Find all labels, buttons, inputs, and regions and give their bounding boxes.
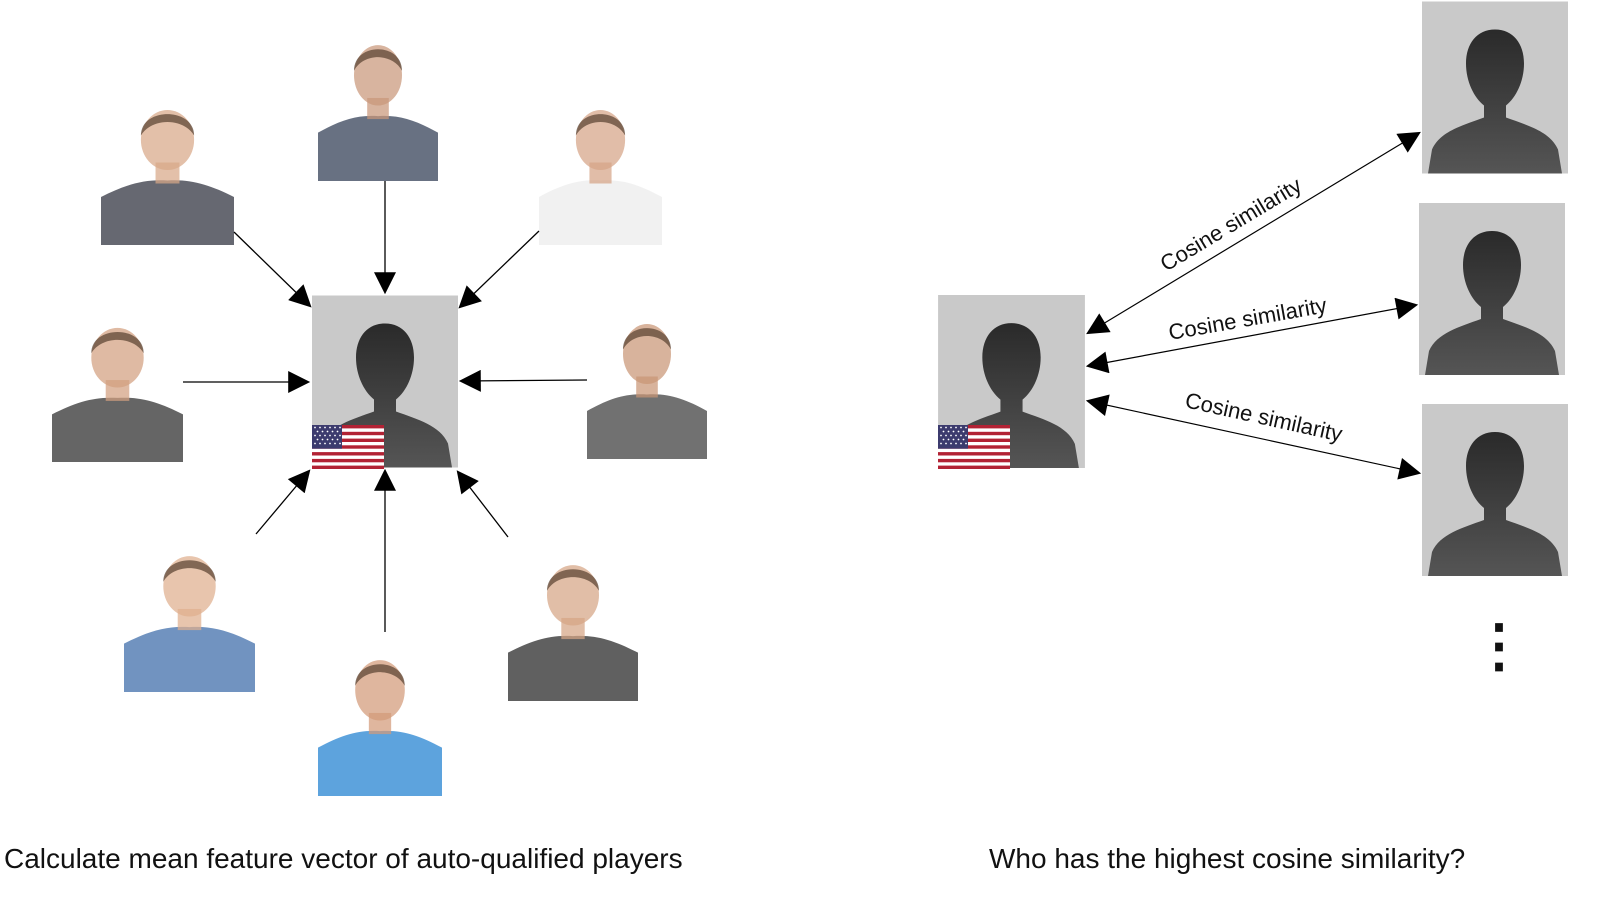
similarity-edges bbox=[1085, 131, 1422, 480]
query-node bbox=[938, 295, 1085, 469]
mean-feature-node bbox=[312, 295, 458, 469]
edge-label: Cosine similarity bbox=[1167, 292, 1329, 344]
player-photo bbox=[318, 645, 442, 796]
arrow bbox=[233, 231, 312, 308]
similarity-edge bbox=[1086, 131, 1421, 335]
player-photo bbox=[101, 95, 234, 245]
player-photo bbox=[587, 309, 707, 459]
candidate-node bbox=[1422, 1, 1568, 174]
us-flag-icon bbox=[938, 425, 1010, 469]
edge-label: Cosine similarity bbox=[1156, 172, 1306, 276]
similarity-edge bbox=[1085, 297, 1419, 374]
player-photo bbox=[52, 313, 183, 462]
silhouette-icon bbox=[1419, 203, 1565, 375]
similarity-edge bbox=[1085, 394, 1422, 480]
us-flag-icon bbox=[312, 425, 384, 469]
candidate-node bbox=[1419, 203, 1565, 375]
player-photo bbox=[508, 550, 638, 701]
silhouette-icon bbox=[1422, 404, 1568, 576]
arrow bbox=[458, 369, 588, 392]
player-photo bbox=[124, 541, 255, 692]
right-caption: Who has the highest cosine similarity? bbox=[989, 843, 1465, 874]
arrow bbox=[458, 230, 540, 309]
right-panel: Cosine similarity Cosine similarity Cosi… bbox=[938, 1, 1568, 874]
player-photo bbox=[318, 30, 438, 181]
edge-label: Cosine similarity bbox=[1183, 387, 1345, 446]
player-photo bbox=[539, 95, 662, 245]
arrow bbox=[255, 469, 311, 535]
aggregation-arrows bbox=[183, 181, 588, 632]
left-caption: Calculate mean feature vector of auto-qu… bbox=[4, 843, 683, 874]
continuation-ellipsis: ⋮ bbox=[1470, 613, 1528, 678]
left-panel: Calculate mean feature vector of auto-qu… bbox=[4, 30, 707, 874]
candidate-node bbox=[1422, 404, 1568, 576]
arrow bbox=[456, 470, 509, 538]
silhouette-icon bbox=[1422, 1, 1568, 174]
